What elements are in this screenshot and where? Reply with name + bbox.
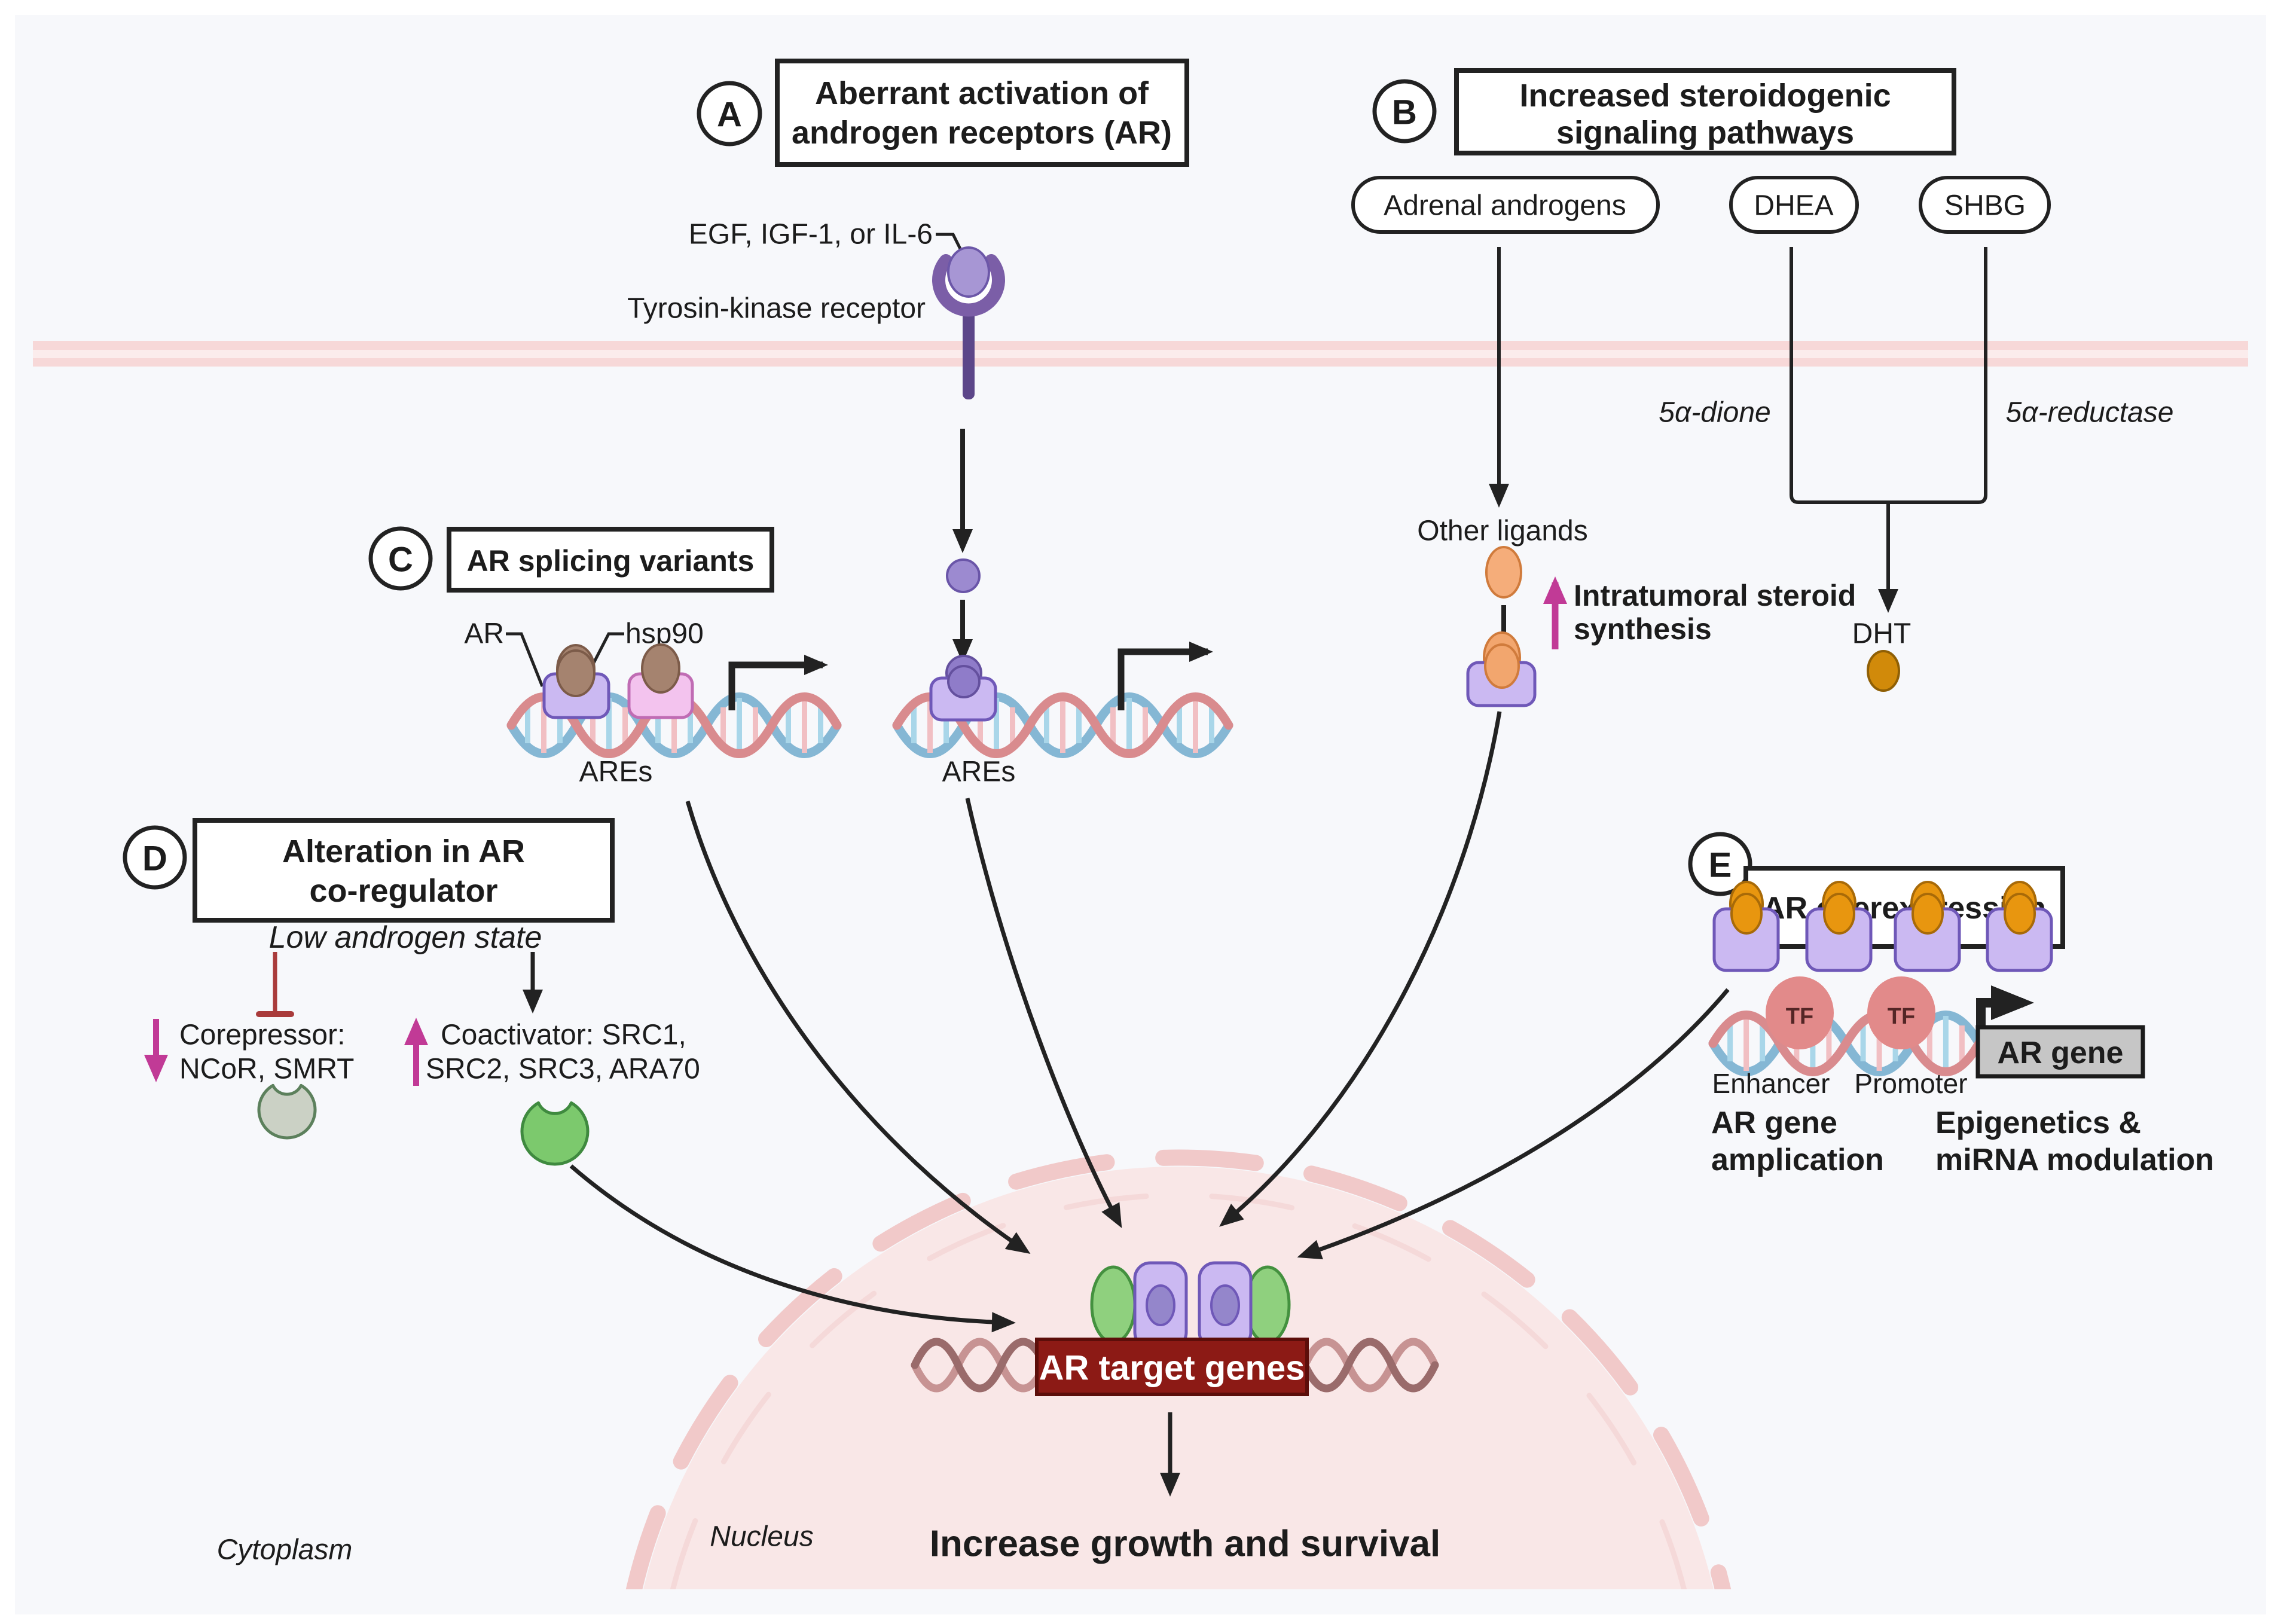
coactivator-line1: Coactivator: SRC1, bbox=[441, 1019, 686, 1051]
panel-a-circle bbox=[697, 81, 762, 146]
coactivator-left bbox=[1090, 1265, 1137, 1344]
hsp90-ball bbox=[641, 643, 680, 694]
nucleus-label: Nucleus bbox=[710, 1521, 813, 1553]
panel-c-circle bbox=[368, 526, 433, 591]
curved-arrow-d bbox=[569, 1164, 1016, 1333]
low-androgen-state-label: Low androgen state bbox=[269, 920, 542, 955]
outcome-label: Increase growth and survival bbox=[930, 1524, 1441, 1565]
tf-label: TF bbox=[1888, 1004, 1915, 1029]
other-ligands-label: Other ligands bbox=[1417, 515, 1588, 547]
curved-arrow-c-center bbox=[965, 798, 1122, 1228]
adrenal-androgens-pill bbox=[1351, 176, 1660, 234]
curved-arrow-c-left bbox=[685, 801, 1031, 1254]
ar-gene-amplification-line2: amplication bbox=[1711, 1143, 1884, 1177]
receptor-label: Tyrosin-kinase receptor bbox=[627, 293, 926, 325]
panel-d-title-line2: co-regulator bbox=[309, 873, 497, 909]
corepressor-protein bbox=[257, 1083, 317, 1140]
panel-c-letter: C bbox=[388, 541, 413, 579]
panel-b-title-line1: Increased steroidogenic bbox=[1519, 78, 1891, 114]
ar-pointer-line bbox=[506, 632, 544, 687]
cytoplasm-label: Cytoplasm bbox=[217, 1534, 353, 1566]
tf-label: TF bbox=[1786, 1004, 1813, 1029]
ar-target-genes-label: AR target genes bbox=[1039, 1349, 1305, 1388]
ar-hsp90-complex-1 bbox=[542, 644, 610, 719]
panel-b-circle bbox=[1372, 79, 1437, 144]
epigenetics-line2: miRNA modulation bbox=[1935, 1143, 2214, 1177]
panel-d-circle bbox=[123, 825, 187, 890]
intratumoral-line1: Intratumoral steroid bbox=[1574, 579, 1856, 612]
ar-complex-b bbox=[1466, 631, 1537, 707]
ar-label: AR bbox=[464, 618, 504, 650]
growth-factor-label: EGF, IGF-1, or IL-6 bbox=[689, 219, 933, 251]
dhea-pill bbox=[1729, 176, 1859, 234]
panel-c-title-box bbox=[447, 527, 774, 593]
ar-gene-box-label: AR gene bbox=[1998, 1036, 2124, 1070]
dht-label: DHT bbox=[1852, 618, 1911, 650]
ar-target-genes-box bbox=[1035, 1338, 1309, 1396]
promoter-label: Promoter bbox=[1854, 1068, 1967, 1099]
transcription-arrow-c bbox=[728, 655, 828, 710]
panel-a-letter: A bbox=[717, 96, 742, 135]
ares-label-center: AREs bbox=[942, 756, 1016, 788]
panel-b-title-box bbox=[1454, 68, 1956, 155]
coactivator-line2: SRC2, SRC3, ARA70 bbox=[426, 1054, 700, 1085]
panel-a-title-line1: Aberrant activation of bbox=[815, 75, 1149, 111]
enhancer-label: Enhancer bbox=[1712, 1068, 1830, 1099]
nuclear-envelope-dashes bbox=[611, 1149, 1746, 1589]
curved-arrow-b bbox=[1219, 711, 1502, 1227]
panel-d-letter: D bbox=[142, 840, 167, 878]
5a-reductase-label: 5α-reductase bbox=[2006, 397, 2174, 429]
ar-gene-box bbox=[1975, 1025, 2145, 1079]
panel-b-letter: B bbox=[1392, 93, 1417, 132]
ar-gene-amplification-line1: AR gene bbox=[1711, 1106, 1837, 1140]
coactivator-protein bbox=[520, 1101, 590, 1166]
bound-ligand-ball bbox=[947, 246, 990, 298]
panel-e-letter: E bbox=[1709, 846, 1732, 885]
signal-molecule-ball bbox=[946, 558, 981, 593]
dhea-label: DHEA bbox=[1754, 190, 1833, 222]
tyrosine-kinase-receptor bbox=[932, 246, 1005, 399]
ares-label-c: AREs bbox=[579, 756, 653, 788]
transcription-arrow-center bbox=[1117, 642, 1213, 710]
shbg-pill bbox=[1919, 176, 2051, 234]
panel-d-title-line1: Alteration in AR bbox=[282, 834, 525, 869]
transcription-factor-2: TF bbox=[1867, 976, 1935, 1049]
other-ligand-ball bbox=[1485, 546, 1522, 599]
panel-c-title: AR splicing variants bbox=[467, 544, 755, 578]
epigenetics-line1: Epigenetics & bbox=[1935, 1106, 2141, 1140]
activated-ar-complex-center bbox=[929, 655, 997, 722]
curved-arrow-e bbox=[1297, 988, 1730, 1260]
dht-ball bbox=[1867, 650, 1900, 692]
ar-overexpression-row bbox=[1712, 881, 2053, 972]
adrenal-androgens-label: Adrenal androgens bbox=[1384, 190, 1626, 222]
corepressor-line2: NCoR, SMRT bbox=[179, 1054, 354, 1085]
ar-dimer-complex bbox=[1090, 1261, 1291, 1350]
panel-b-title-line2: signaling pathways bbox=[1556, 115, 1854, 151]
coactivator-right bbox=[1244, 1265, 1291, 1344]
panel-e-circle bbox=[1688, 832, 1752, 896]
ar-hsp90-complex-2 bbox=[627, 643, 694, 719]
5a-dione-label: 5α-dione bbox=[1659, 397, 1771, 429]
shbg-label: SHBG bbox=[1944, 190, 2026, 222]
transcription-factor-1: TF bbox=[1766, 976, 1834, 1049]
intratumoral-line2: synthesis bbox=[1574, 612, 1712, 646]
panel-a-title-line2: androgen receptors (AR) bbox=[792, 115, 1172, 151]
transcription-arrow-e bbox=[1976, 985, 2034, 1027]
inhibition-tbar bbox=[256, 952, 294, 1017]
panel-a-title-box bbox=[775, 59, 1189, 167]
plasma-membrane bbox=[33, 341, 2248, 367]
corepressor-line1: Corepressor: bbox=[179, 1019, 345, 1051]
panel-d-title-box bbox=[193, 818, 615, 923]
